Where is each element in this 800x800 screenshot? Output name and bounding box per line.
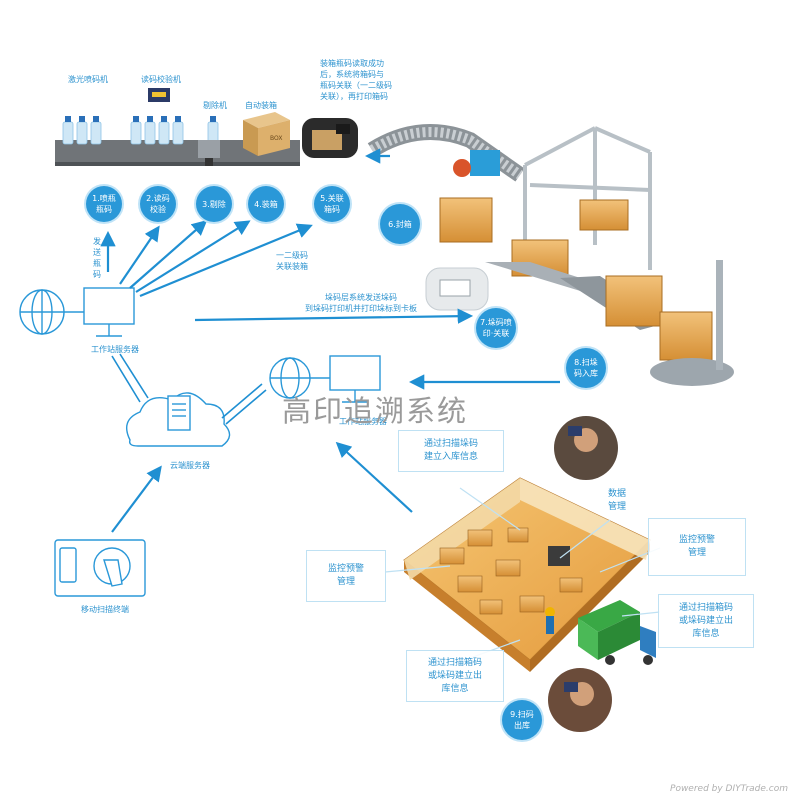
box-outbound-info-right: 通过扫描箱码 或垛码建立出 库信息: [658, 594, 754, 648]
label-workstation-2: 工作站服务器: [339, 417, 387, 426]
step-2-read-verify: 2.读码 校验: [140, 186, 176, 222]
box-data-management: 数据 管理: [607, 489, 626, 512]
label-laser-coder: 激光喷码机: [68, 75, 108, 84]
step-9-scan-outbound: 9.扫码 出库: [502, 700, 542, 740]
step-6-seal-case: 6.封箱: [380, 204, 420, 244]
step-7-pallet-print: 7.垛码喷 印·关联: [476, 308, 516, 348]
workstation-2-icon: [269, 355, 381, 403]
flow-arrows: [100, 148, 560, 533]
note-code-association: 装箱瓶码读取成功 后，系统将箱码与 瓶码关联（一二级码 关联），再打印箱码: [320, 59, 392, 101]
label-cloud-server: 云端服务器: [170, 461, 210, 470]
warehouse-illustration: [403, 477, 656, 672]
worker-scanning-photo-2: [548, 668, 612, 732]
conveyor-palletizer: [367, 124, 734, 386]
label-printer-photo: [425, 267, 489, 311]
box-outbound-info-left: 通过扫描箱码 或垛码建立出 库信息: [406, 650, 504, 702]
worker-scanning-photo-1: [554, 416, 618, 480]
label-pallet-print: 垛码层系统发送垛码 到垛码打印机并打印垛标到卡板: [305, 293, 417, 313]
case-photo: [302, 118, 358, 158]
label-level-relation: 一二级码 关联装箱: [276, 251, 308, 271]
step-1-spray-code: 1.喷瓶 瓶码: [86, 186, 122, 222]
label-code-verifier: 读码校验机: [141, 75, 181, 84]
step-8-scan-inbound: 8.扫垛 码入库: [566, 348, 606, 388]
diagram-title: 高印追溯系统: [282, 394, 469, 428]
box-monitor-alert-right: 监控预警 管理: [648, 518, 746, 576]
workstation-1-icon: [19, 287, 135, 337]
label-send-bottle-code: 发 送 瓶 码: [93, 237, 101, 279]
cloud-server-icon: [126, 392, 231, 447]
watermark: Powered by DIYTrade.com: [670, 784, 788, 794]
bottle-production-line: BOX: [55, 88, 300, 166]
svg-text:BOX: BOX: [270, 135, 282, 142]
label-auto-boxing: 自动装箱: [245, 101, 277, 110]
step-4-boxing: 4.装箱: [248, 186, 284, 222]
label-workstation-1: 工作站服务器: [91, 345, 139, 354]
box-inbound-info: 通过扫描垛码 建立入库信息: [398, 430, 504, 472]
mobile-terminal-icon: [54, 539, 146, 597]
label-mobile-terminal: 移动扫描终端: [81, 605, 129, 614]
box-monitor-alert-left: 监控预警 管理: [306, 550, 386, 602]
label-reject-machine: 剔除机: [203, 101, 227, 110]
step-5-link-case-code: 5.关联 箱码: [314, 186, 350, 222]
step-3-reject: 3.剔除: [196, 186, 232, 222]
